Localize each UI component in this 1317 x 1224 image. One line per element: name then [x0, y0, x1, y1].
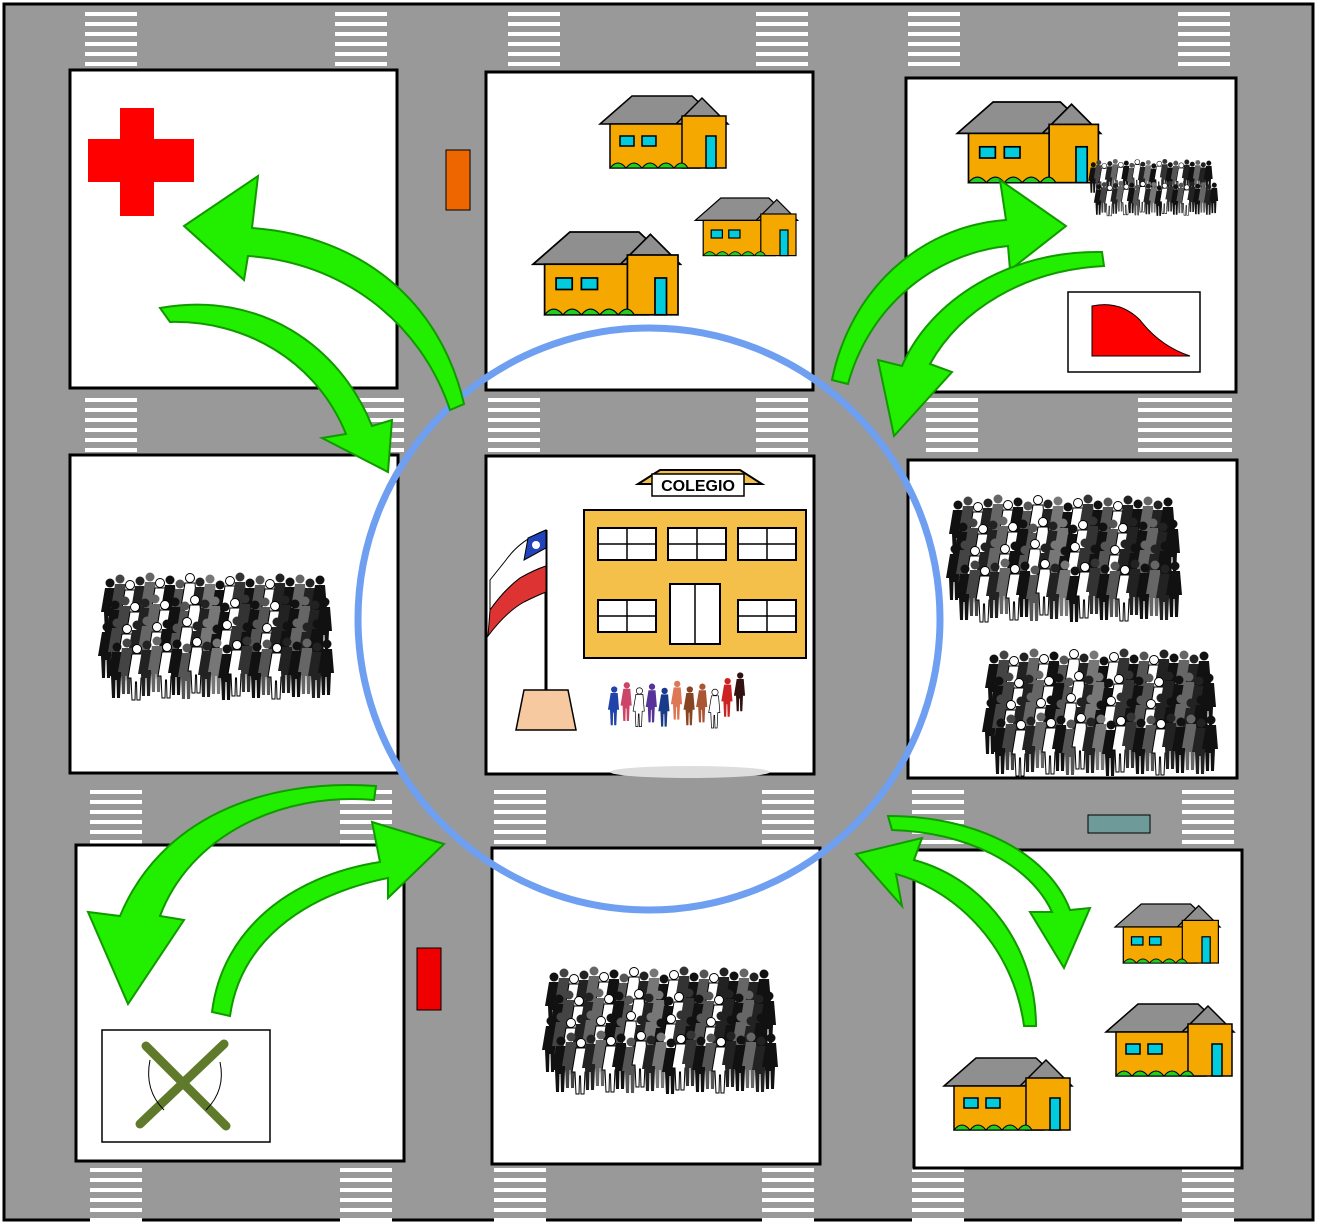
area-chart-icon [1067, 291, 1201, 373]
curved-arrow-icon [876, 250, 1106, 439]
curved-arrows [86, 173, 1106, 1027]
orange-marker [445, 149, 471, 211]
curved-arrow-icon [886, 814, 1092, 971]
school-building-icon: COLEGIO [583, 469, 807, 659]
school-sign-text: COLEGIO [661, 478, 735, 495]
curved-arrow-icon [854, 836, 1038, 1027]
block-housing-top [484, 70, 815, 392]
house-icon [1105, 1003, 1235, 1077]
curved-arrow-icon [182, 173, 466, 412]
house-icon [599, 95, 729, 169]
house-icon [943, 1057, 1073, 1131]
block-population-left [68, 453, 400, 775]
house-icon [532, 231, 682, 316]
block-school: COLEGIO [484, 454, 816, 778]
curved-arrow-icon [210, 820, 446, 1018]
block-security [74, 843, 406, 1163]
house-icon [956, 101, 1102, 184]
curved-arrow-icon [158, 303, 394, 474]
curved-arrow-icon [830, 177, 1068, 386]
school-influence-ring [354, 324, 944, 914]
students-group-icon [607, 672, 770, 778]
chile-flag-icon [487, 529, 577, 731]
red-cross-icon [88, 108, 194, 216]
teal-marker [1087, 814, 1151, 834]
crossed-weapons-icon [101, 1029, 271, 1143]
curved-arrow-icon [86, 784, 378, 1007]
red-marker [416, 947, 442, 1011]
house-icon [1114, 903, 1221, 964]
block-population-bottom [490, 846, 822, 1166]
house-icon [694, 197, 799, 257]
block-population-right [906, 458, 1239, 780]
